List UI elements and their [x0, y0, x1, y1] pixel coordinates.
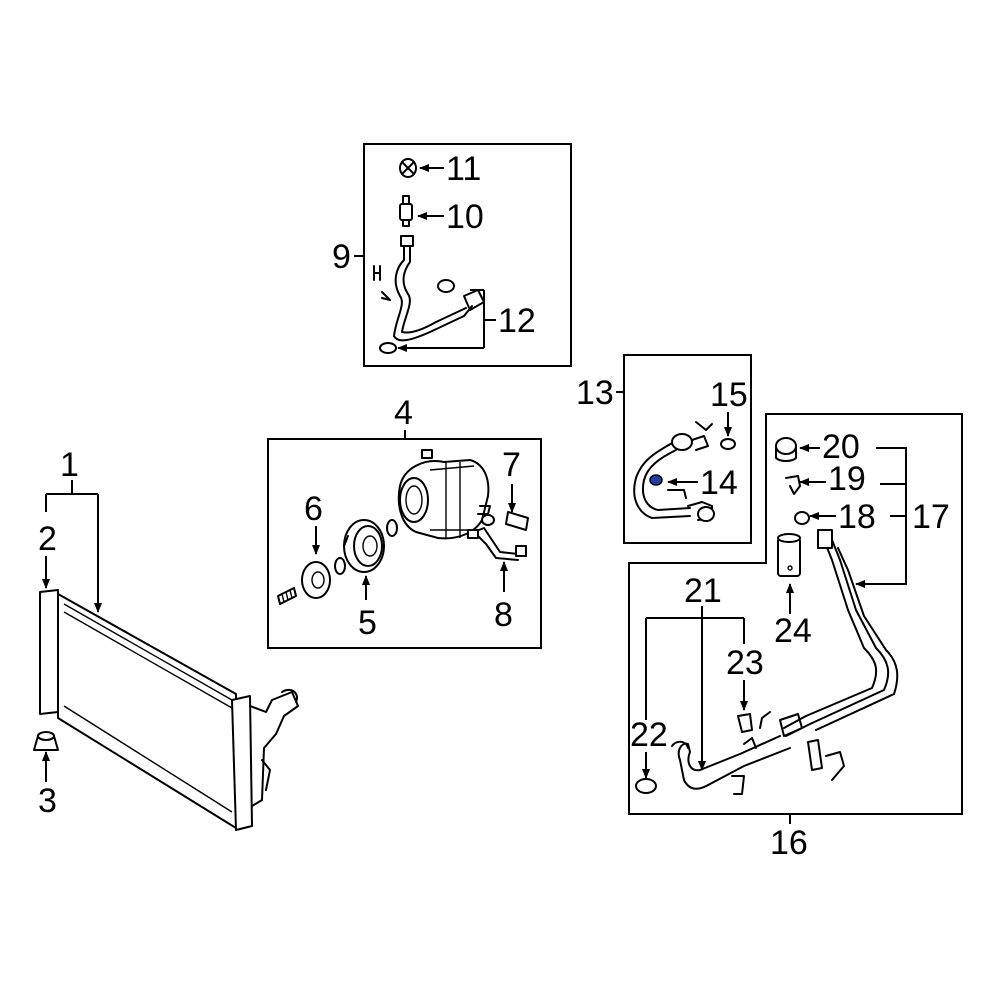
control-valve: [481, 511, 529, 531]
callout-1-leader: [45, 480, 102, 613]
callout-20: 20: [822, 428, 860, 466]
suction-hose-group: 13 14 15: [576, 354, 752, 544]
discharge-hose: [373, 235, 485, 342]
valve-core-19: [785, 475, 801, 495]
callout-13: 13: [576, 374, 614, 412]
callout-3: 3: [38, 782, 57, 820]
callout-8: 8: [494, 596, 513, 634]
callout-5: 5: [358, 604, 377, 642]
callout-10: 10: [446, 198, 484, 236]
receiver-drier-bolt: [33, 731, 59, 751]
o-ring-small: [379, 342, 397, 354]
condenser-part: [39, 589, 299, 831]
callout-14: 14: [700, 464, 738, 502]
liquid-line-group: 16 17 18 19 20 21 22 23 24: [628, 413, 963, 862]
o-ring-22: [635, 778, 657, 794]
drier-24: [777, 533, 801, 577]
cap-20: [775, 437, 797, 462]
callout-17: 17: [912, 498, 950, 536]
callout-21: 21: [684, 572, 722, 610]
suction-hose-box: [623, 354, 752, 544]
callout-2: 2: [38, 520, 57, 558]
clutch-hub: [301, 557, 346, 599]
callout-19: 19: [828, 460, 866, 498]
callout-7: 7: [502, 446, 521, 484]
o-ring-large: [437, 279, 455, 293]
o-ring-14-highlight: [649, 474, 663, 486]
o-ring-15: [720, 438, 736, 450]
suction-hose: [633, 421, 715, 522]
callout-18: 18: [838, 498, 876, 536]
liquid-line-box: [628, 413, 963, 815]
callout-23: 23: [726, 644, 764, 682]
callout-9: 9: [332, 238, 351, 276]
bracket-clips: [731, 739, 845, 795]
callout-24: 24: [774, 612, 812, 650]
wiring-harness: [467, 527, 527, 561]
compressor-group: 4 5 6 7 8: [267, 394, 542, 649]
callout-11: 11: [446, 150, 481, 188]
callout-4: 4: [394, 394, 413, 432]
discharge-hose-group: 9 10 11 12: [332, 143, 572, 367]
callout-15: 15: [710, 376, 748, 414]
service-cap: [399, 158, 417, 178]
fitting-23: [737, 713, 753, 733]
callout-16: 16: [770, 824, 808, 862]
callout-22: 22: [630, 716, 668, 754]
shim: [386, 519, 398, 537]
callout-6: 6: [304, 490, 323, 528]
liquid-line-pipe: [671, 529, 899, 790]
callout-12: 12: [498, 302, 536, 340]
clutch-pulley: [343, 519, 385, 573]
callout-1: 1: [60, 446, 79, 484]
pressure-switch: [399, 195, 413, 227]
condenser-group: 1 2 3: [33, 446, 299, 831]
clutch-bolt: [277, 587, 297, 605]
compressor-body: [397, 449, 491, 540]
o-ring-18: [794, 511, 810, 525]
